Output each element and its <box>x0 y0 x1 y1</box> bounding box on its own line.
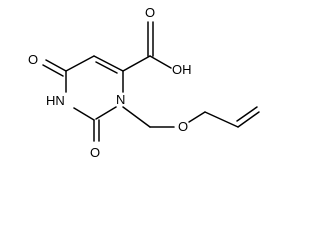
atom-o-carbonyl-acid: O <box>145 5 155 20</box>
bond-n1-c2 <box>95 106 117 120</box>
bond-c5-c6-inner <box>95 61 118 74</box>
bond-c5-c6 <box>93 55 124 72</box>
atom-o-ether: O <box>178 119 188 134</box>
allyloxymethyl-chain: O <box>122 106 260 134</box>
atom-n-ring: N <box>116 92 125 107</box>
chemical-structure-diagram: O O O OH HN N O <box>28 5 260 160</box>
bond-c2-n3 <box>73 107 95 121</box>
bond-c4-o <box>45 59 67 72</box>
atom-o-ketone-left: O <box>28 52 38 67</box>
bond-c6-cacid <box>122 55 151 72</box>
bond-n1-ch2 <box>122 106 151 128</box>
bond-c4-o-2 <box>42 64 64 77</box>
atom-o-ketone-bottom: O <box>90 145 100 160</box>
atom-oh-acid: OH <box>172 62 192 77</box>
bond-ch-ch2-double <box>237 111 260 128</box>
bond-cacid-oh <box>149 55 172 69</box>
ketone-bottom: O <box>90 119 100 160</box>
pyrimidine-ring <box>65 55 124 121</box>
ketone-left: O <box>28 52 67 77</box>
bond-o-ch2 <box>188 111 206 123</box>
atom-nh: HN <box>46 93 65 108</box>
bond-ch-ch2-double-2 <box>236 106 258 122</box>
carboxylic-acid-group: O OH <box>122 5 192 77</box>
bond-ch2-ch <box>204 111 239 128</box>
bond-c4-c5 <box>65 55 95 72</box>
